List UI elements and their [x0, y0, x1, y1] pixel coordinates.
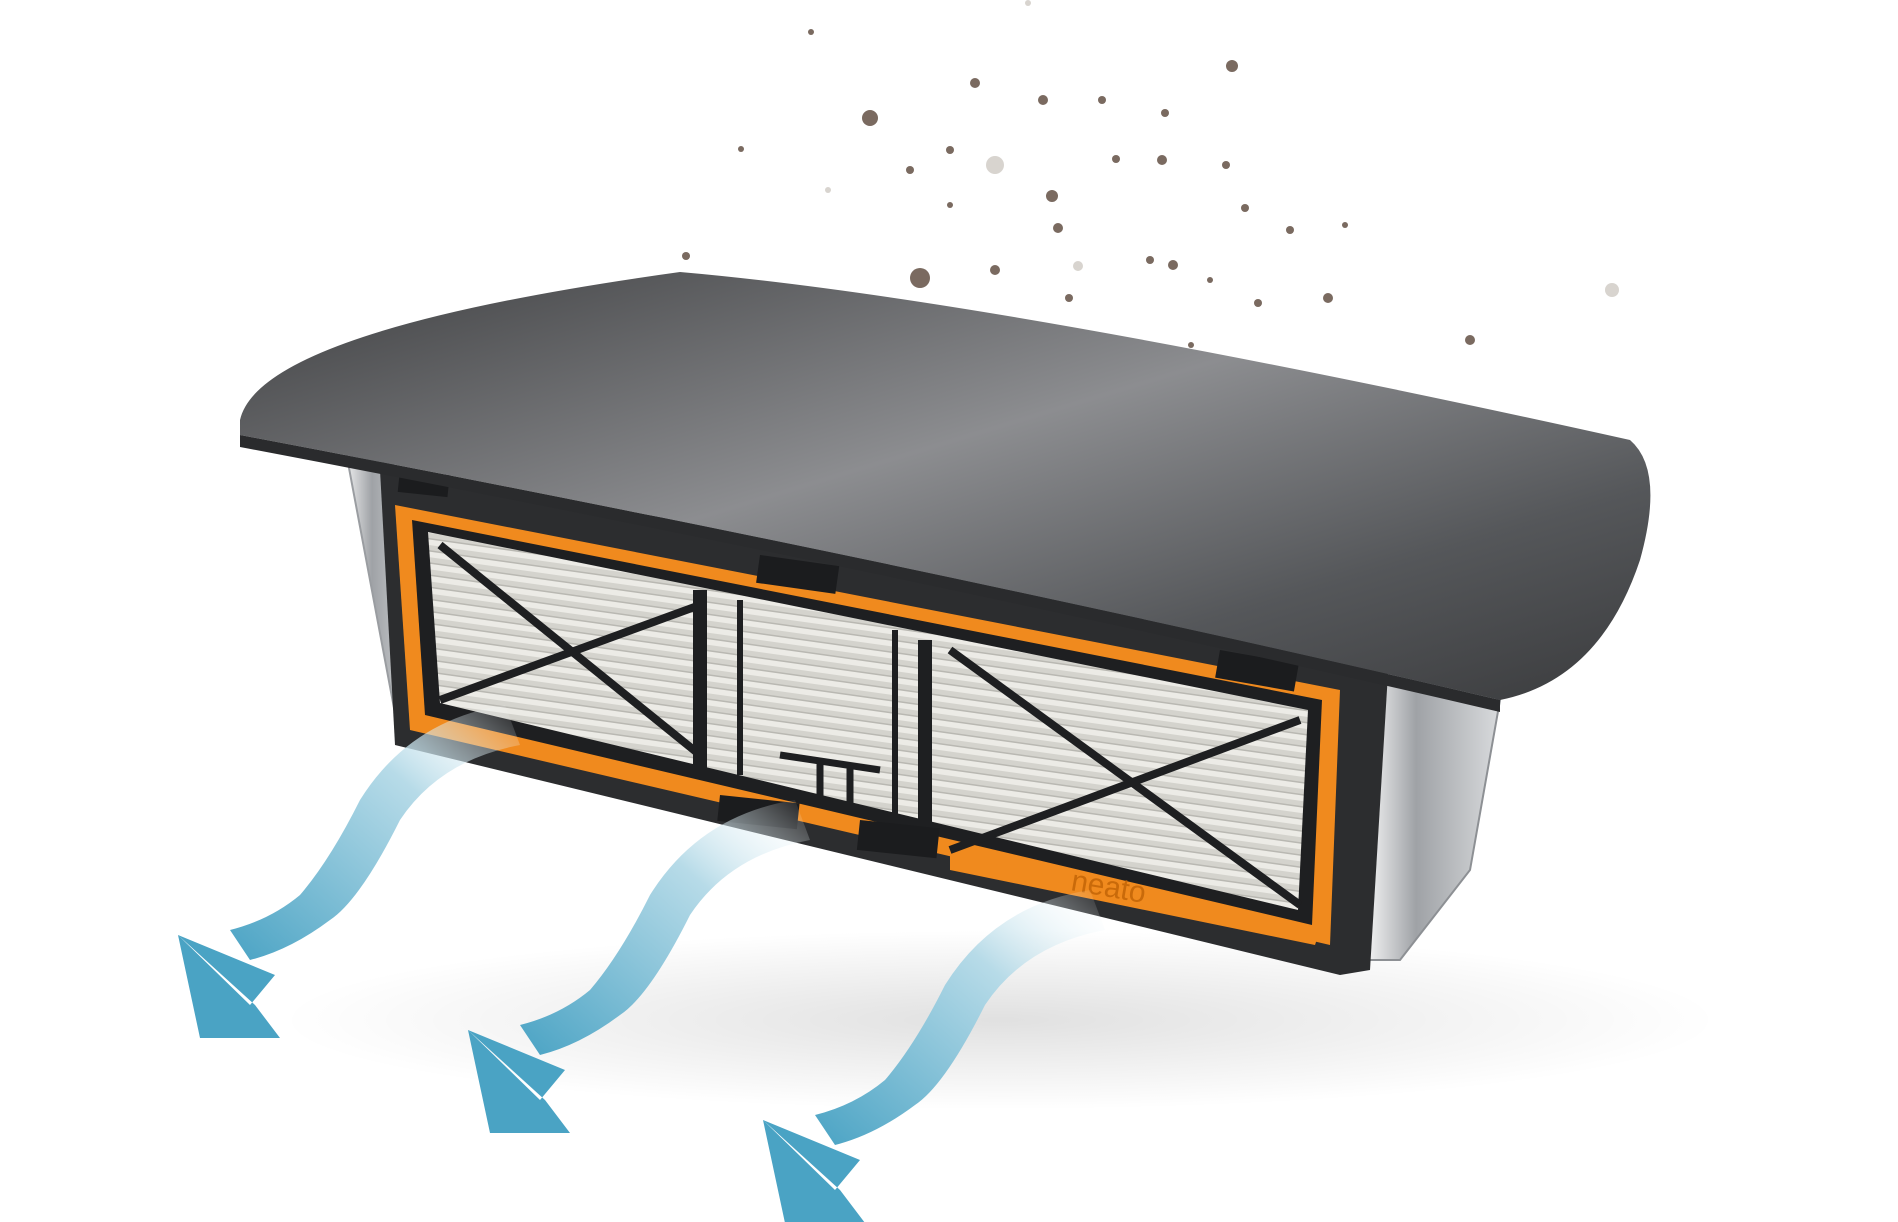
dust-particle	[970, 78, 980, 88]
dust-particle	[1161, 109, 1169, 117]
bin-lid	[240, 272, 1651, 700]
dust-particle	[986, 156, 1004, 174]
airflow-arrows	[178, 705, 1105, 1222]
dust-particle	[906, 166, 914, 174]
airflow-arrow	[178, 705, 520, 1038]
dust-particle	[947, 202, 953, 208]
airflow-arrow-head	[763, 1120, 865, 1222]
dust-particle	[1222, 161, 1230, 169]
dust-particle	[682, 252, 690, 260]
dust-particle	[1241, 204, 1249, 212]
dust-particle	[1112, 155, 1120, 163]
dust-particle	[990, 265, 1000, 275]
bin-lid-edge	[240, 435, 1500, 712]
dust-particle	[1323, 293, 1333, 303]
dust-particle	[1065, 294, 1073, 302]
dust-particle	[910, 268, 930, 288]
airflow-arrow-body	[815, 890, 1105, 1145]
dust-particle	[1188, 342, 1194, 348]
dust-particle	[1207, 277, 1213, 283]
dust-particle	[738, 146, 744, 152]
airflow-arrow	[468, 800, 810, 1133]
filter-braces	[437, 541, 1303, 909]
dust-particle	[1038, 95, 1048, 105]
dust-particle	[1168, 260, 1178, 270]
dust-particle	[808, 29, 814, 35]
dust-particle	[1073, 261, 1083, 271]
airflow-arrow	[763, 890, 1105, 1222]
airflow-arrow-body	[520, 800, 810, 1055]
airflow-arrow-body	[230, 705, 520, 960]
dust-particle	[1098, 96, 1106, 104]
dust-particle	[1053, 223, 1063, 233]
dust-particle	[1465, 335, 1475, 345]
dust-particle	[862, 110, 878, 126]
filter-frame-bottom-strip	[950, 855, 1320, 945]
airflow-arrow-head	[468, 1030, 570, 1133]
dust-particle	[1226, 60, 1238, 72]
dust-particle	[1046, 190, 1058, 202]
airflow-arrow-head	[178, 935, 280, 1038]
dust-particle	[1146, 256, 1154, 264]
dust-particle	[1157, 155, 1167, 165]
dust-particle	[1254, 299, 1262, 307]
dust-particle	[1342, 222, 1348, 228]
dust-particle	[1286, 226, 1294, 234]
dust-particle	[1605, 283, 1619, 297]
dust-particle	[1025, 0, 1031, 6]
dust-particle	[946, 146, 954, 154]
dust-particle	[825, 187, 831, 193]
